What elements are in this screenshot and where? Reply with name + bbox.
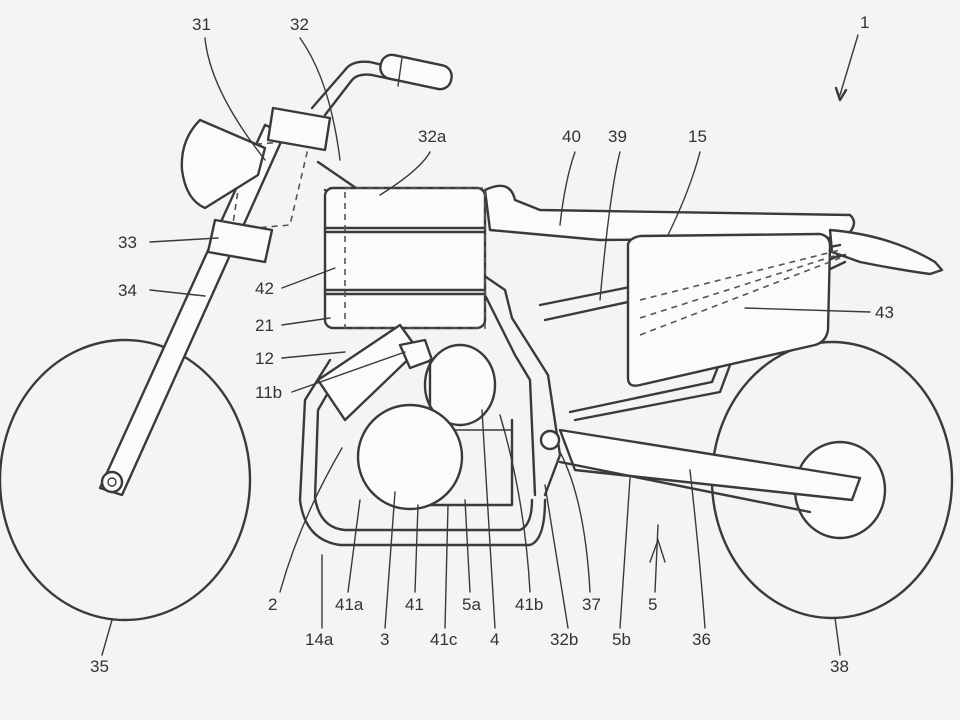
label-38: 38 — [830, 657, 849, 676]
arrow-head-1 — [834, 86, 848, 102]
label-32: 32 — [290, 15, 309, 34]
label-43: 43 — [875, 303, 894, 322]
label-21: 21 — [255, 316, 274, 335]
tank-42 — [323, 186, 487, 330]
label-41c: 41c — [430, 630, 458, 649]
label-35: 35 — [90, 657, 109, 676]
label-11b: 11b — [255, 383, 282, 402]
label-42: 42 — [255, 279, 274, 298]
label-34: 34 — [118, 281, 137, 300]
label-33: 33 — [118, 233, 137, 252]
label-31: 31 — [192, 15, 211, 34]
label-5b: 5b — [612, 630, 631, 649]
label-14a: 14a — [305, 630, 334, 649]
label-1: 1 — [860, 13, 869, 32]
label-12: 12 — [255, 349, 274, 368]
fork-clamps — [206, 106, 332, 264]
label-36: 36 — [692, 630, 711, 649]
label-3: 3 — [380, 630, 389, 649]
headlight — [180, 118, 267, 210]
arrow-head-5 — [649, 537, 666, 563]
label-15: 15 — [688, 127, 707, 146]
front-wheel — [0, 338, 252, 622]
label-5: 5 — [648, 595, 657, 614]
label-40: 40 — [562, 127, 581, 146]
label-4: 4 — [490, 630, 499, 649]
rear-fender — [828, 228, 944, 276]
motor-unit — [316, 323, 514, 511]
label-39: 39 — [608, 127, 627, 146]
label-41: 41 — [405, 595, 424, 614]
label-5a: 5a — [462, 595, 481, 614]
label-41a: 41a — [335, 595, 364, 614]
battery-box — [626, 232, 841, 387]
label-32a: 32a — [418, 127, 447, 146]
label-2: 2 — [268, 595, 277, 614]
label-32b: 32b — [550, 630, 578, 649]
handlebar — [310, 53, 453, 117]
leader-lines — [101, 34, 871, 656]
swing-arm — [558, 428, 862, 514]
reference-labels: 1 31 32 32a 40 39 15 33 34 42 21 12 11b … — [90, 13, 894, 676]
label-37: 37 — [582, 595, 601, 614]
label-41b: 41b — [515, 595, 543, 614]
